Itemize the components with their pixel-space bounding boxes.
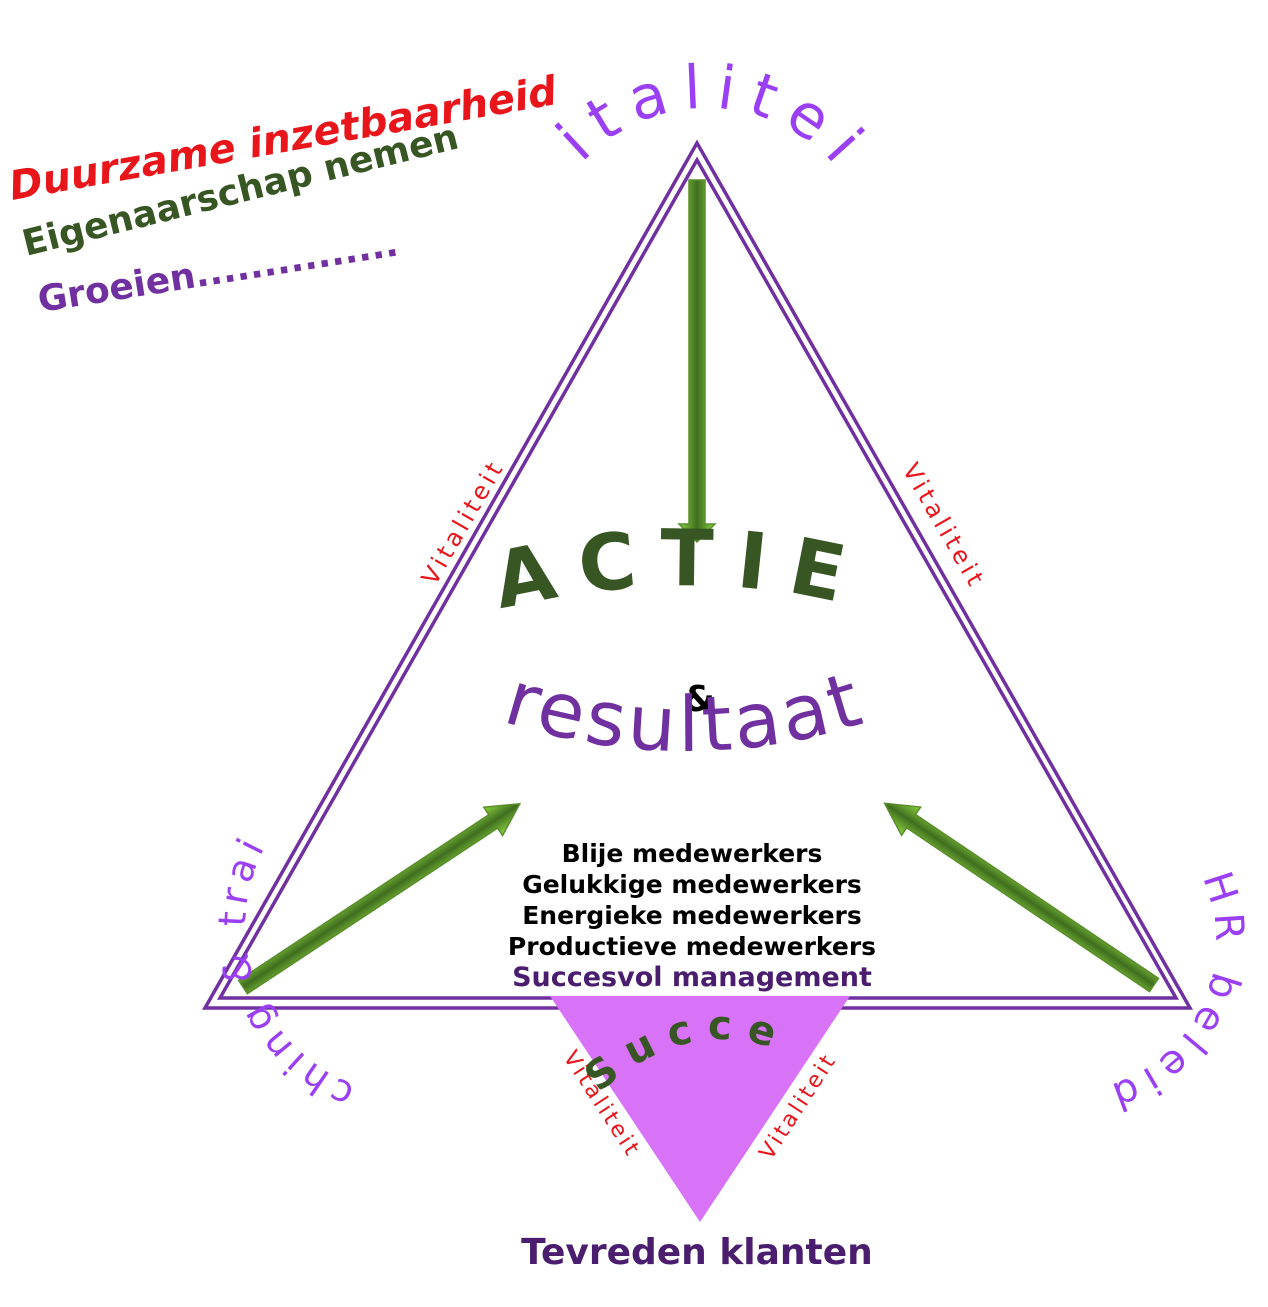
center-actie: ACTIE	[486, 514, 874, 627]
list-item: Gelukkige medewerkers	[522, 870, 862, 899]
tevreden-klanten: Tevreden klanten	[521, 1232, 873, 1273]
arrow-up-right-icon	[237, 802, 522, 995]
list-item: Productieve medewerkers	[508, 932, 876, 961]
center-resultaat: resultaat	[496, 653, 874, 769]
list-item: Energieke medewerkers	[522, 901, 862, 930]
center-succesvol-management: Succesvol management	[512, 962, 872, 993]
list-item: Blije medewerkers	[562, 839, 823, 868]
center-list: Blije medewerkers Gelukkige medewerkers …	[508, 839, 876, 961]
arrow-up-left-icon	[883, 802, 1160, 993]
center-ampersand: &	[683, 679, 714, 720]
arrow-down-icon	[677, 179, 717, 544]
succes-triangle	[550, 996, 850, 1222]
